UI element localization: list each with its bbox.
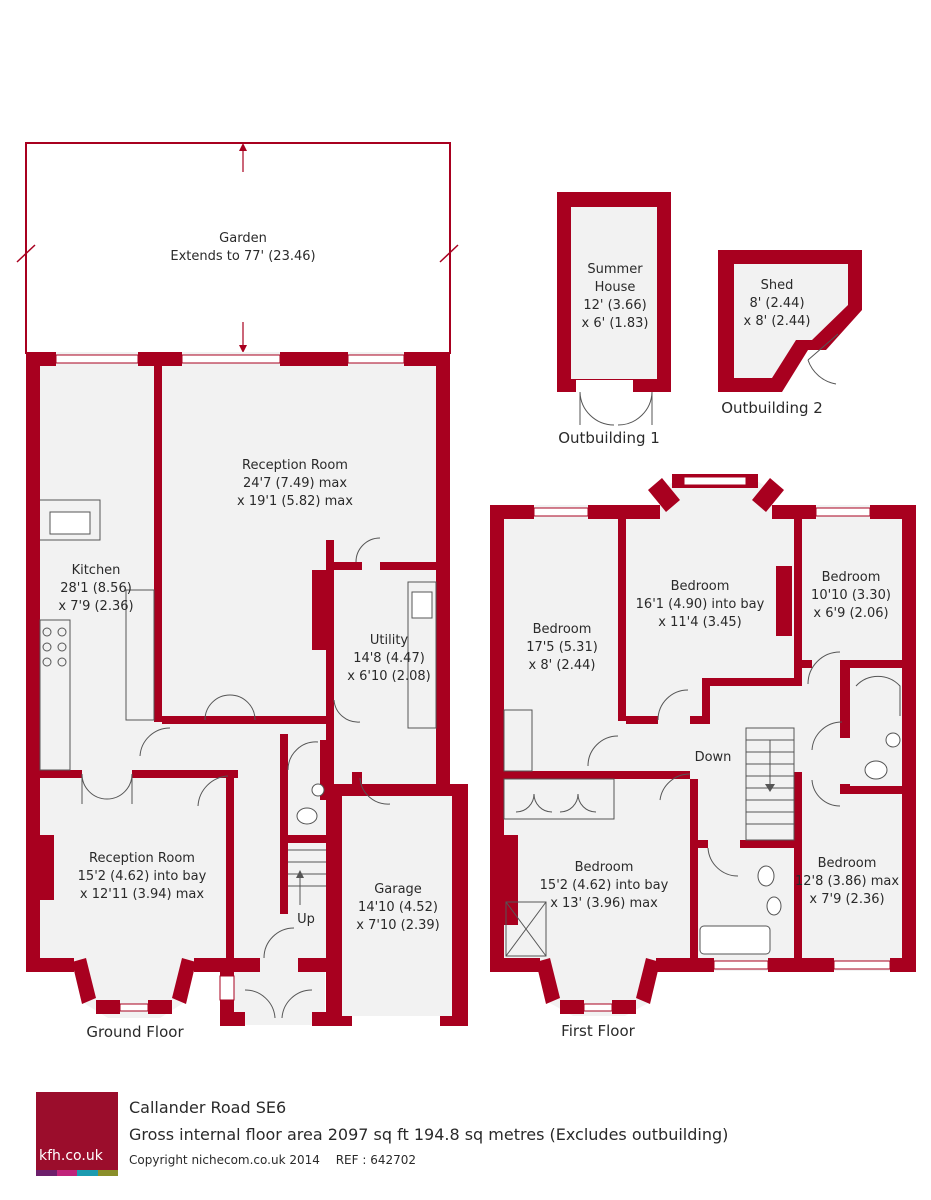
bedroom-bay-rear-dim2: x 11'4 (3.45)	[658, 615, 741, 630]
logo-stripe-segment	[97, 1170, 118, 1176]
kitchen-dim2: x 7'9 (2.36)	[58, 599, 133, 614]
kitchen-dim1: 28'1 (8.56)	[60, 581, 132, 596]
ground-floor-plan	[26, 352, 468, 1026]
bedroom-right-rear-dim2: x 6'9 (2.06)	[813, 606, 888, 621]
summer-house-dim1: 12' (3.66)	[583, 298, 646, 313]
logo-stripe	[36, 1170, 118, 1176]
bedroom-right-front-name: Bedroom	[818, 856, 877, 871]
utility-name: Utility	[370, 633, 409, 648]
garage-name: Garage	[374, 882, 422, 897]
bedroom-bay-rear-dim1: 16'1 (4.90) into bay	[636, 597, 765, 612]
bedroom-front-dim1: 15'2 (4.62) into bay	[540, 878, 669, 893]
first-floor-plan	[490, 474, 916, 1016]
bedroom-right-front-dim1: 12'8 (3.86) max	[795, 874, 899, 889]
bedroom-front-name: Bedroom	[575, 860, 634, 875]
bedroom-left-dim1: 17'5 (5.31)	[526, 640, 598, 655]
logo-stripe-segment	[77, 1170, 98, 1176]
property-address: Callander Road SE6	[129, 1098, 287, 1117]
reception-room-front-dim2: x 12'11 (3.94) max	[80, 887, 204, 902]
reception-room-main-dim2: x 19'1 (5.82) max	[237, 494, 353, 509]
summer-house-name2: House	[595, 280, 636, 295]
floor-plan-drawing: Garden Extends to 77' (23.46)	[16, 142, 916, 1041]
reception-room-main-name: Reception Room	[242, 458, 348, 473]
garden-area	[16, 142, 459, 354]
outbuilding-2-caption: Outbuilding 2	[721, 399, 823, 417]
bedroom-left-name: Bedroom	[533, 622, 592, 637]
bedroom-right-rear-dim1: 10'10 (3.30)	[811, 588, 891, 603]
bedroom-right-rear-name: Bedroom	[822, 570, 881, 585]
stairs-up-label: Up	[297, 912, 315, 927]
summer-house-plan	[557, 192, 671, 426]
reception-room-main-dim1: 24'7 (7.49) max	[243, 476, 347, 491]
summer-house-name1: Summer	[587, 262, 643, 277]
logo-stripe-segment	[56, 1170, 77, 1176]
kfh-logo: kfh.co.uk	[36, 1092, 118, 1176]
summer-house-dim2: x 6' (1.83)	[582, 316, 649, 331]
first-floor-caption: First Floor	[561, 1022, 635, 1040]
reception-room-front-name: Reception Room	[89, 851, 195, 866]
bedroom-bay-rear-name: Bedroom	[671, 579, 730, 594]
garden-title: Garden	[219, 231, 267, 246]
shed-name: Shed	[761, 278, 794, 293]
kitchen-name: Kitchen	[72, 563, 121, 578]
bedroom-right-front-dim2: x 7'9 (2.36)	[809, 892, 884, 907]
logo-text: kfh.co.uk	[39, 1148, 103, 1164]
shed-dim2: x 8' (2.44)	[744, 314, 811, 329]
shed-dim1: 8' (2.44)	[749, 296, 804, 311]
shed-plan	[718, 250, 862, 392]
stairs-down-label: Down	[695, 750, 732, 765]
bedroom-left-dim2: x 8' (2.44)	[529, 658, 596, 673]
utility-dim2: x 6'10 (2.08)	[347, 669, 430, 684]
copyright-line: Copyright nichecom.co.uk 2014 REF : 6427…	[129, 1153, 416, 1167]
garden-extent: Extends to 77' (23.46)	[170, 249, 315, 264]
outbuilding-1-caption: Outbuilding 1	[558, 429, 660, 447]
garage-dim1: 14'10 (4.52)	[358, 900, 438, 915]
bedroom-front-dim2: x 13' (3.96) max	[550, 896, 658, 911]
floor-area-text: Gross internal floor area 2097 sq ft 194…	[129, 1125, 729, 1144]
utility-dim1: 14'8 (4.47)	[353, 651, 425, 666]
copyright-text: Copyright nichecom.co.uk 2014	[129, 1153, 320, 1167]
footer: kfh.co.uk Callander Road SE6 Gross inter…	[36, 1092, 916, 1176]
reference-text: REF : 642702	[335, 1153, 417, 1167]
reception-room-front-dim1: 15'2 (4.62) into bay	[78, 869, 207, 884]
logo-stripe-segment	[36, 1170, 57, 1176]
ground-floor-caption: Ground Floor	[86, 1023, 184, 1041]
garage-dim2: x 7'10 (2.39)	[356, 918, 439, 933]
